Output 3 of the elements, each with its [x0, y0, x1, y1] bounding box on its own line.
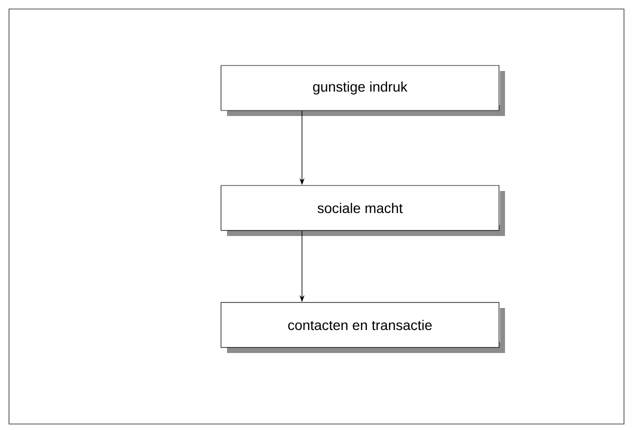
process-box: sociale macht — [220, 185, 505, 236]
process-box: contacten en transactie — [220, 302, 505, 353]
process-box: gunstige indruk — [220, 65, 505, 116]
